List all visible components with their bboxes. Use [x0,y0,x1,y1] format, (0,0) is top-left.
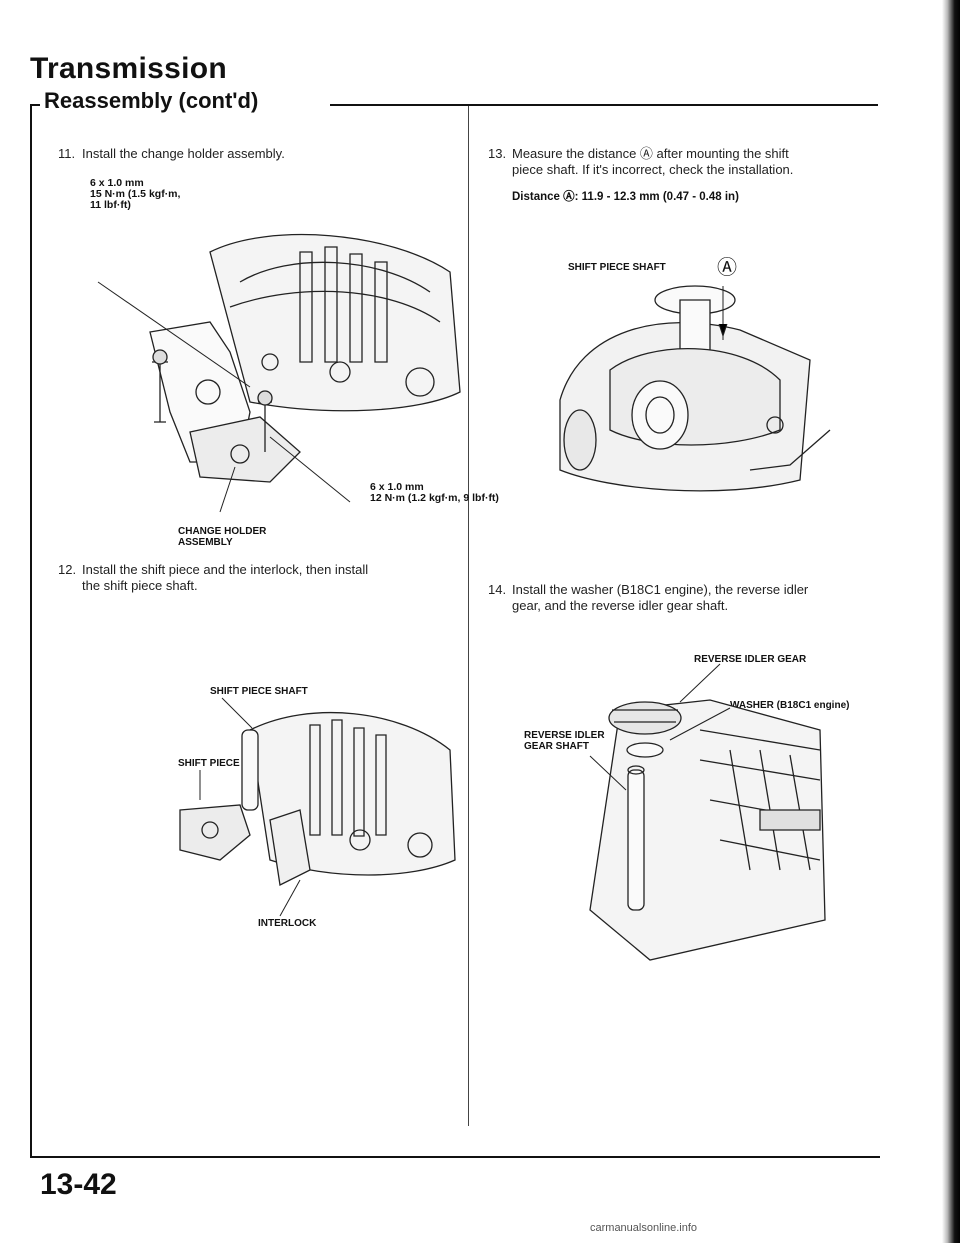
label-line: ASSEMBLY [178,537,233,548]
left-border [30,104,32,1156]
shift-piece-shaft-label: SHIFT PIECE SHAFT [568,262,666,273]
footer-rule [30,1156,880,1158]
spec-line: 12 N·m (1.2 kgf·m, 9 lbf·ft) [370,492,499,504]
shift-piece-shaft-label: SHIFT PIECE SHAFT [210,686,308,697]
step-text: Install the change holder assembly. [82,146,285,161]
step-number: 14. [488,582,507,597]
step-14: 14. Install the washer (B18C1 engine), th… [488,582,808,614]
reverse-idler-shaft-label: REVERSE IDLER GEAR SHAFT [524,730,605,752]
change-holder-label: CHANGE HOLDER ASSEMBLY [178,526,266,548]
step-text: Measure the distance Ⓐ after mounting th… [512,146,789,161]
reverse-idler-figure [530,670,830,970]
step-text: gear, and the reverse idler gear shaft. [512,598,729,613]
spec-line: 6 x 1.0 mm [90,177,144,189]
label-line: GEAR SHAFT [524,741,589,752]
section-subtitle: Reassembly (cont'd) [44,88,259,113]
step-12: 12. Install the shift piece and the inter… [58,562,368,594]
label-line: CHANGE HOLDER [178,526,267,537]
torque-spec-bottom: 6 x 1.0 mm 12 N·m (1.2 kgf·m, 9 lbf·ft) [370,482,499,504]
step-11: 11. Install the change holder assembly. [58,146,285,162]
page-title: Transmission [30,52,228,85]
shift-piece-figure [160,700,460,930]
shift-piece-measure-figure [550,280,840,510]
spec-line: 11 lbf·ft) [90,199,131,211]
footer-watermark: carmanualsonline.info [590,1222,698,1234]
spec-line: 6 x 1.0 mm [370,481,424,493]
step-text: the shift piece shaft. [82,578,198,593]
page-edge-shadow [942,0,960,1243]
page-number: 13-42 [40,1168,117,1201]
washer-label: WASHER (B18C1 engine) [730,700,850,711]
step-number: 12. [58,562,77,577]
reverse-idler-gear-label: REVERSE IDLER GEAR [694,654,807,665]
header-rule [330,104,878,106]
interlock-label: INTERLOCK [258,918,317,929]
step-text: Install the shift piece and the interloc… [82,562,369,577]
shift-piece-label: SHIFT PIECE [178,758,240,769]
distance-spec: Distance Ⓐ: 11.9 - 12.3 mm (0.47 - 0.48 … [512,191,739,203]
header-rule-tick [30,104,40,106]
torque-spec-top: 6 x 1.0 mm 15 N·m (1.5 kgf·m, 11 lbf·ft) [90,178,180,211]
step-text: piece shaft. If it's incorrect, check th… [512,162,794,177]
distance-marker: Ⓐ [717,257,737,279]
step-13: 13. Measure the distance Ⓐ after mounting… [488,146,793,178]
step-number: 13. [488,146,507,161]
label-line: REVERSE IDLER [524,730,605,741]
change-holder-figure [90,212,470,512]
step-number: 11. [58,146,76,161]
column-divider [468,106,469,1126]
spec-line: 15 N·m (1.5 kgf·m, [90,188,181,200]
step-text: Install the washer (B18C1 engine), the r… [512,582,809,597]
